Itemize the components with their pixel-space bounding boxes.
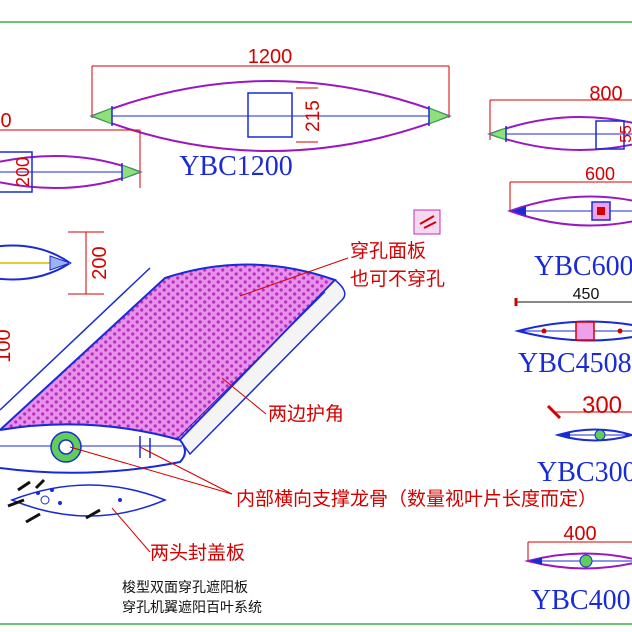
ybc400-profile <box>524 541 632 570</box>
ybc800-profile <box>487 99 632 151</box>
caption-line-1: 梭型双面穿孔遮阳板 <box>122 579 248 596</box>
dim-left-width: 0 <box>0 110 11 132</box>
end-cap-plate <box>7 478 167 524</box>
dim-100: 100 <box>0 329 15 362</box>
dim-300: 300 <box>582 392 622 419</box>
leader-edge-corners <box>221 377 267 415</box>
dim-215: 215 <box>303 100 324 132</box>
label-end-caps: 两头封盖板 <box>150 542 245 564</box>
dim-400: 400 <box>563 523 596 545</box>
stamp-icon <box>413 209 441 235</box>
model-ybc600: YBC600 <box>534 251 632 282</box>
dim-450: 450 <box>573 286 600 303</box>
perforated-blade <box>0 263 346 474</box>
dim-200-mid: 200 <box>89 246 111 279</box>
caption-line-2: 穿孔机翼遮阳百叶系统 <box>122 600 262 616</box>
dim-800: 800 <box>589 83 622 105</box>
leader-keel-2 <box>139 446 233 495</box>
label-perforation-optional: 也可不穿孔 <box>350 268 445 290</box>
dim-1200: 1200 <box>248 46 293 68</box>
model-ybc1200: YBC1200 <box>179 151 293 182</box>
label-perforated-panel: 穿孔面板 <box>350 240 426 262</box>
label-edge-corners: 两边护角 <box>268 403 344 425</box>
left-profile-mid <box>0 231 104 295</box>
dim-55: 55 <box>618 125 632 143</box>
leader-keel-1 <box>69 446 233 495</box>
dim-600: 600 <box>585 164 615 184</box>
label-internal-keel: 内部横向支撑龙骨（数量视叶片长度而定） <box>236 488 597 510</box>
ybc1200-profile <box>89 65 452 152</box>
ybc600-profile <box>507 181 632 227</box>
model-ybc400: YBC400 <box>531 585 631 616</box>
model-ybc450: YBC4508 <box>518 348 632 379</box>
leader-end-caps <box>111 507 151 553</box>
dim-200-left: 200 <box>13 157 33 187</box>
ybc300-profile <box>546 404 632 442</box>
ybc450-profile <box>514 298 632 342</box>
leader-perforated-panel <box>239 257 349 297</box>
model-ybc300: YBC300 <box>537 457 632 488</box>
left-profile-top <box>0 129 143 193</box>
